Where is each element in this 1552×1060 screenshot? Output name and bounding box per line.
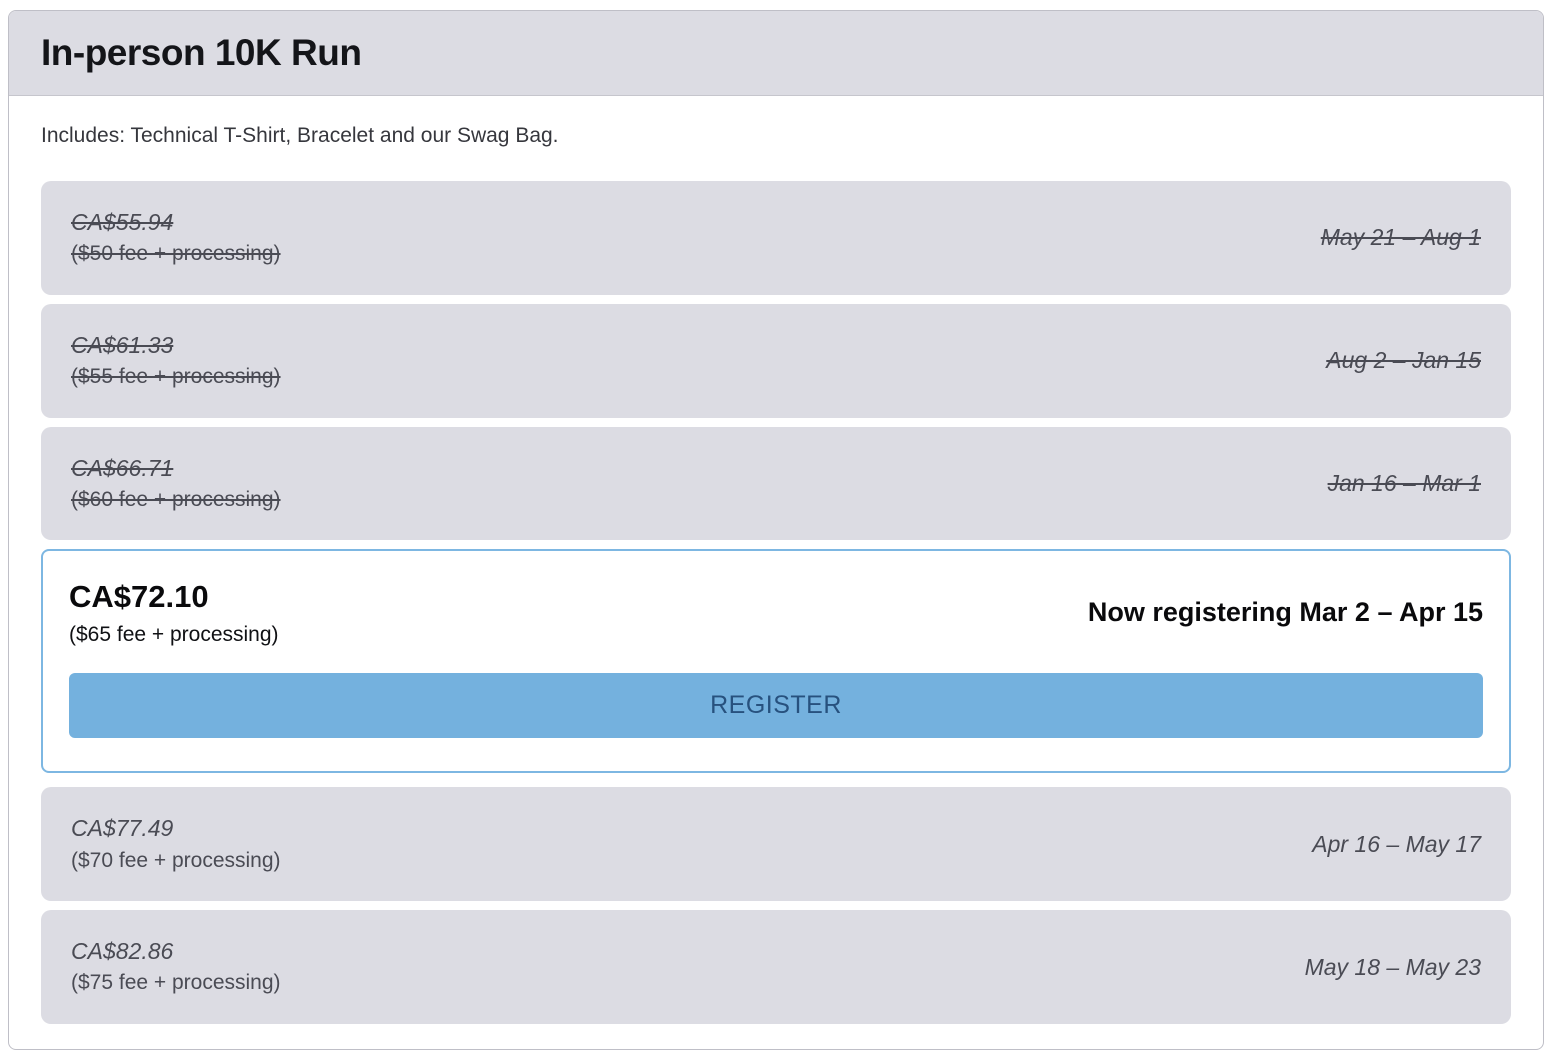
tier-price: CA$66.71: [71, 454, 174, 481]
page-title: In-person 10K Run: [41, 32, 362, 73]
tier-fee: ($70 fee + processing): [71, 848, 281, 872]
tier-fee: ($60 fee + processing): [71, 487, 281, 511]
pricing-tier-row: CA$66.71 ($60 fee + processing) Jan 16 –…: [41, 426, 1511, 541]
tier-dates: Now registering Mar 2 – Apr 15: [1087, 597, 1483, 628]
tier-price-block: CA$66.71 ($60 fee + processing): [71, 452, 281, 516]
tier-fee: ($65 fee + processing): [69, 622, 279, 646]
tier-fee: ($55 fee + processing): [71, 365, 281, 389]
tier-price-block: CA$82.86 ($75 fee + processing): [71, 935, 281, 999]
card-header: In-person 10K Run: [9, 11, 1543, 96]
tier-fee: ($75 fee + processing): [71, 971, 281, 995]
pricing-tier-row: CA$61.33 ($55 fee + processing) Aug 2 – …: [41, 303, 1511, 418]
tier-price: CA$72.10: [69, 579, 209, 615]
card-body: Includes: Technical T-Shirt, Bracelet an…: [9, 96, 1543, 1049]
tier-price: CA$82.86: [71, 938, 174, 965]
tier-dates: Apr 16 – May 17: [1312, 830, 1481, 857]
tier-price-block: CA$61.33 ($55 fee + processing): [71, 329, 281, 393]
tier-price-block: CA$72.10 ($65 fee + processing): [69, 575, 279, 650]
tier-price: CA$61.33: [71, 331, 174, 358]
tier-price: CA$55.94: [71, 209, 174, 235]
register-button[interactable]: REGISTER: [69, 673, 1483, 739]
pricing-tier-row-active: CA$72.10 ($65 fee + processing) Now regi…: [41, 549, 1511, 774]
pricing-tier-row: CA$82.86 ($75 fee + processing) May 18 –…: [41, 910, 1511, 1024]
pricing-tier-row: CA$77.49 ($70 fee + processing) Apr 16 –…: [41, 787, 1511, 902]
tier-price: CA$77.49: [71, 815, 174, 842]
tier-dates: Aug 2 – Jan 15: [1326, 347, 1481, 374]
tier-dates: May 21 – Aug 1: [1320, 224, 1481, 251]
pricing-tier-row: CA$55.94 ($50 fee + processing) May 21 –…: [41, 181, 1511, 295]
tier-dates: Jan 16 – Mar 1: [1327, 469, 1481, 496]
tier-price-block: CA$55.94 ($50 fee + processing): [71, 206, 281, 270]
tier-fee: ($50 fee + processing): [71, 242, 281, 266]
active-tier-info: CA$72.10 ($65 fee + processing) Now regi…: [69, 575, 1483, 650]
includes-text: Includes: Technical T-Shirt, Bracelet an…: [41, 124, 559, 147]
tier-dates: May 18 – May 23: [1304, 953, 1481, 980]
registration-card: In-person 10K Run Includes: Technical T-…: [8, 10, 1544, 1050]
tier-price-block: CA$77.49 ($70 fee + processing): [71, 812, 281, 876]
